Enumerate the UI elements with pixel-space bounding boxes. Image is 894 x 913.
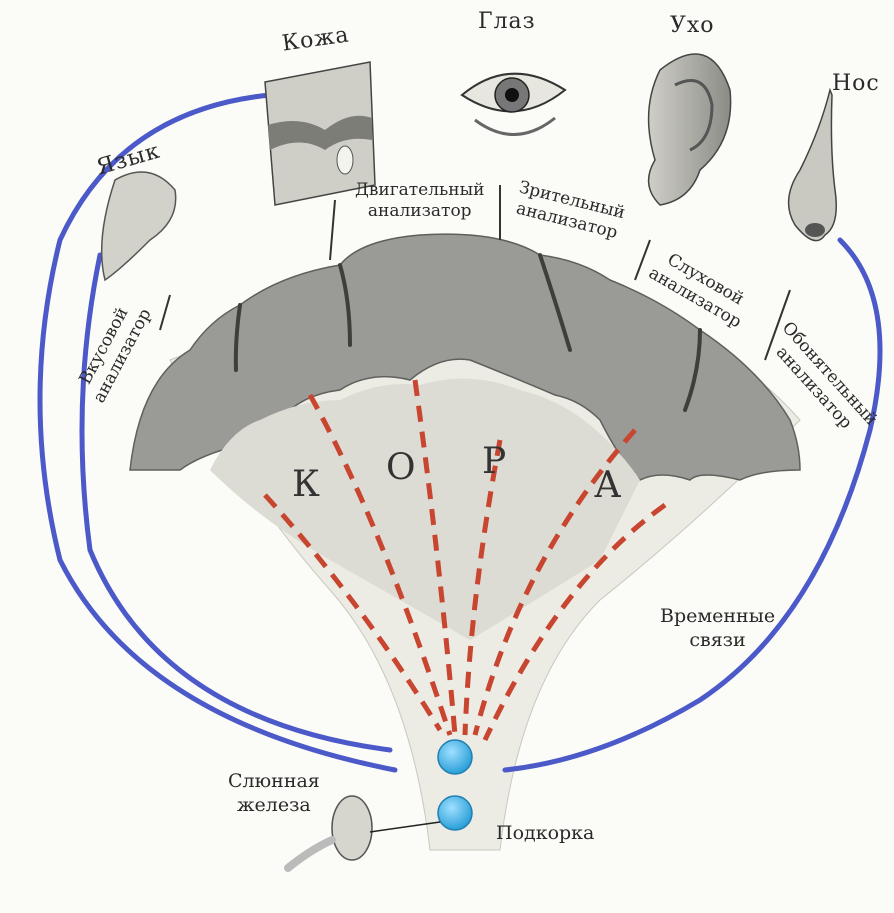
ear-illustration: [649, 54, 731, 205]
cortex-letter-4: А: [594, 466, 621, 506]
label-motor-analyzer: Двигательный анализатор: [355, 180, 484, 223]
label-ear: Ухо: [670, 14, 715, 38]
cortex-letter-3: Р: [482, 442, 506, 482]
label-nose: Нос: [832, 72, 880, 96]
label-temporary-connections: Временные связи: [660, 605, 775, 653]
cortex-letter-1: К: [292, 465, 320, 505]
eye-illustration: [462, 74, 565, 135]
label-salivary-gland: Слюнная железа: [228, 770, 320, 818]
cortex-letter-2: О: [386, 448, 416, 488]
label-eye: Глаз: [478, 10, 536, 34]
nose-illustration: [789, 90, 837, 241]
label-subcortex: Подкорка: [496, 822, 594, 846]
tongue-illustration: [102, 172, 176, 280]
